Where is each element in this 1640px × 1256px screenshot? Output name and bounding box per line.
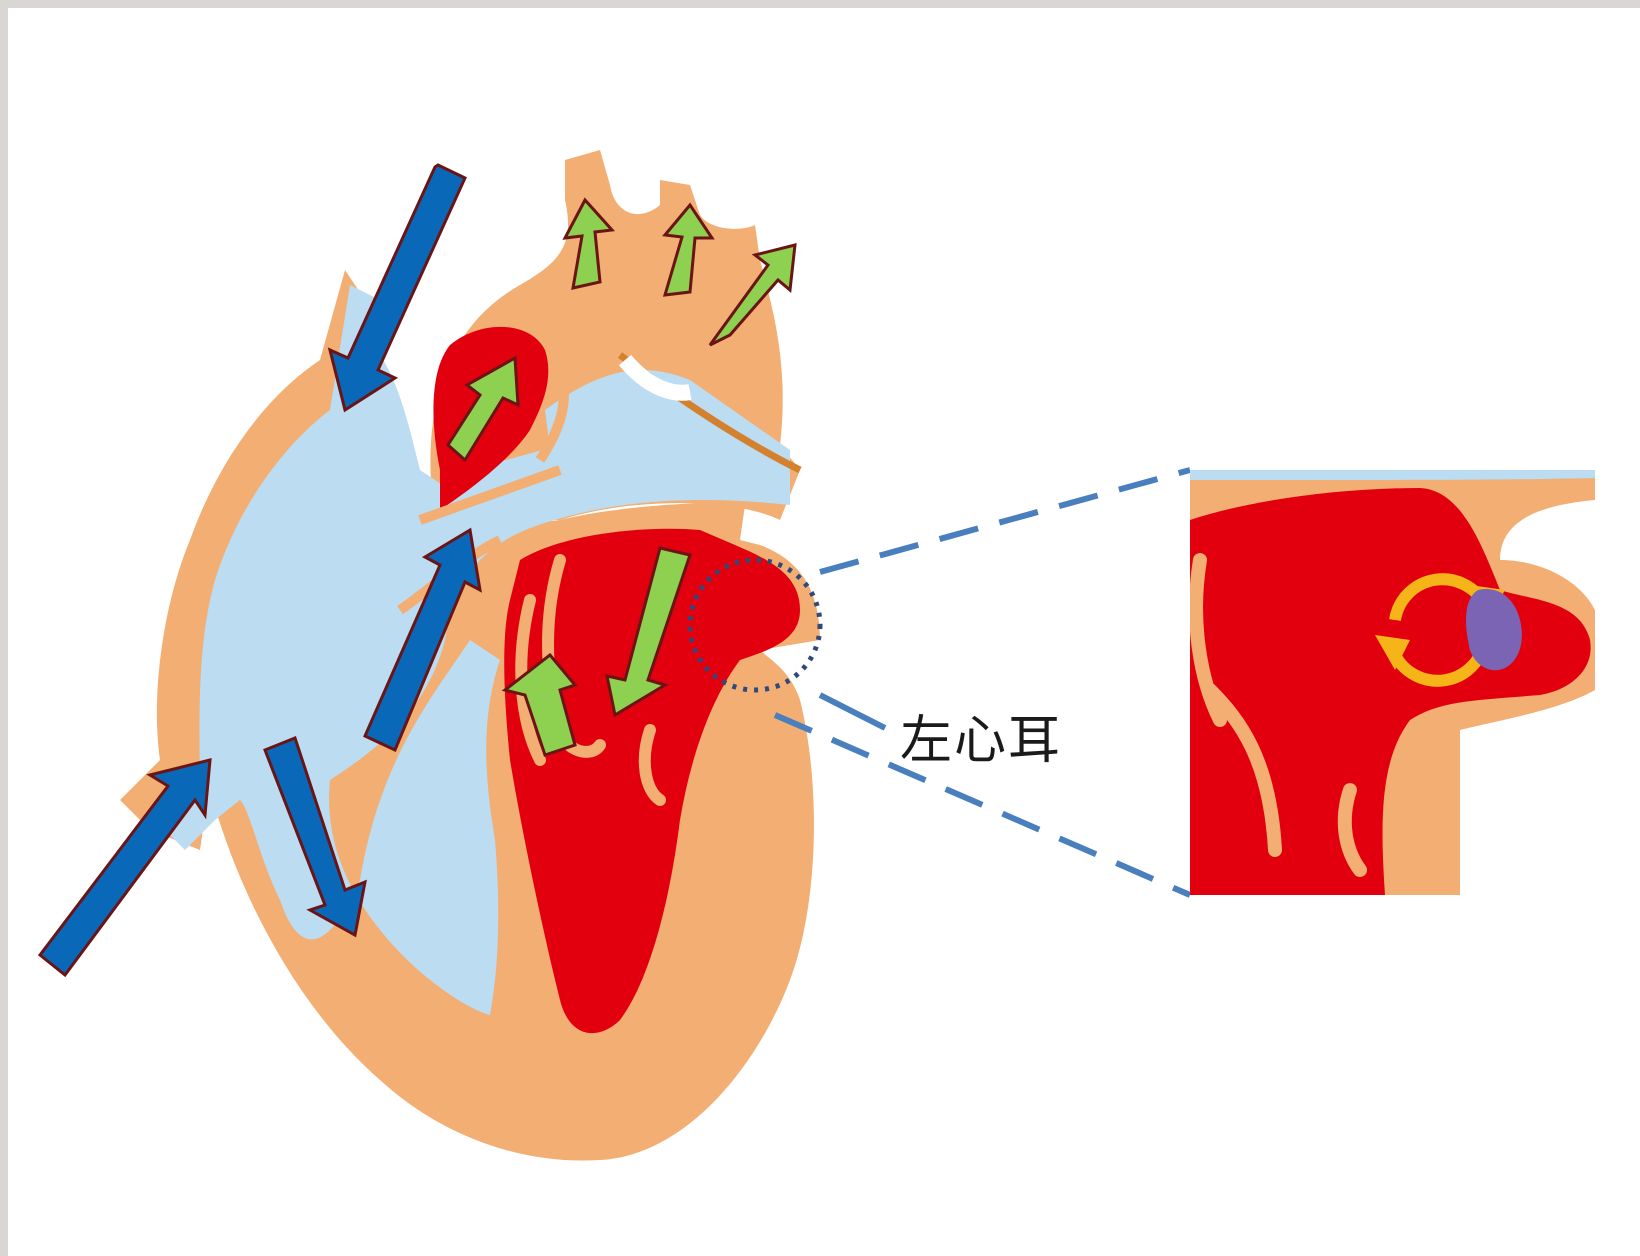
callout-lines — [775, 470, 1190, 895]
zoom-inset — [1190, 470, 1595, 895]
blood-flow-arrow — [40, 760, 210, 975]
inset-deoxygenated — [1190, 470, 1595, 480]
left-atrial-appendage-label: 左心耳 — [900, 698, 1062, 773]
